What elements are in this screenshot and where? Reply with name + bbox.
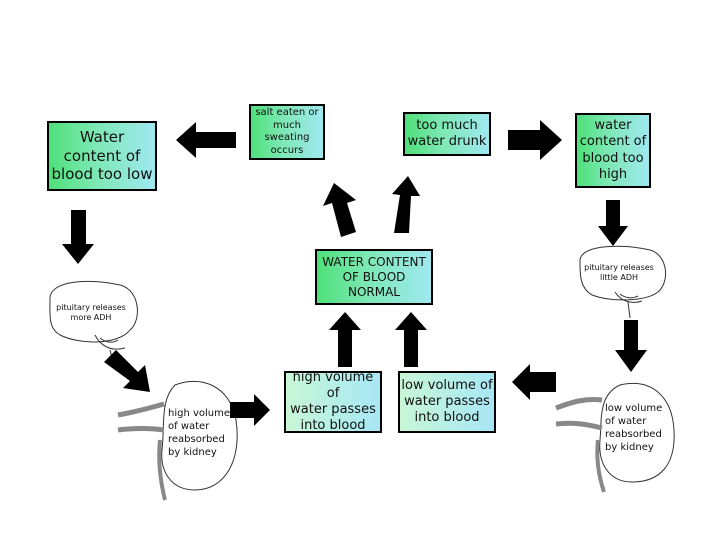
label-line: of water bbox=[605, 416, 647, 427]
arrow-icon bbox=[392, 176, 420, 233]
box-line: occurs bbox=[270, 144, 304, 156]
box-line: WATER CONTENT bbox=[322, 254, 426, 269]
box-line: water passes bbox=[290, 402, 376, 417]
box-line: sweating bbox=[264, 132, 310, 143]
box-line: NORMAL bbox=[347, 284, 400, 299]
arrow-icon bbox=[395, 312, 427, 367]
arrow-icon bbox=[329, 312, 361, 367]
arrow-icon bbox=[615, 320, 647, 372]
low-volume-reabsorbed-label: low volume of water reabsorbed by kidney bbox=[605, 402, 665, 454]
box-line: water bbox=[594, 118, 632, 133]
box-line: blood too low bbox=[51, 165, 153, 184]
label-line: pituitary releases bbox=[56, 303, 126, 312]
box-line: high volume of bbox=[292, 369, 374, 401]
salt-eaten-box: salt eaten or much sweating occurs bbox=[249, 104, 325, 160]
high-volume-reabsorbed-label: high volume of water reabsorbed by kidne… bbox=[168, 407, 238, 459]
label-line: reabsorbed bbox=[168, 434, 225, 445]
box-line: high bbox=[598, 166, 628, 182]
box-line: much bbox=[273, 119, 301, 131]
box-line: content of bbox=[579, 134, 647, 150]
arrow-icon bbox=[176, 122, 236, 158]
label-line: of water bbox=[168, 421, 210, 432]
box-line: low volume of bbox=[401, 377, 493, 393]
arrow-icon bbox=[512, 364, 556, 400]
label-line: by kidney bbox=[605, 442, 654, 453]
water-content-too-low-box: Water content of blood too low bbox=[47, 121, 157, 191]
brain-icon-right bbox=[579, 245, 666, 319]
kidney-icon-right bbox=[555, 383, 675, 493]
box-line: water passes bbox=[404, 393, 490, 409]
label-line: more ADH bbox=[70, 313, 112, 323]
arrow-icon bbox=[323, 183, 356, 237]
arrow-icon bbox=[104, 350, 150, 392]
pituitary-little-adh-label: pituitary releases little ADH bbox=[584, 263, 654, 284]
water-content-normal-box: WATER CONTENT OF BLOOD NORMAL bbox=[315, 249, 433, 305]
box-line: blood too bbox=[582, 150, 644, 166]
box-line: too much bbox=[416, 117, 478, 133]
arrow-icon bbox=[62, 210, 94, 264]
label-line: low volume bbox=[605, 403, 663, 414]
label-line: pituitary releases bbox=[584, 263, 654, 272]
box-line: Water bbox=[79, 127, 125, 146]
water-content-too-high-box: water content of blood too high bbox=[575, 113, 651, 188]
high-volume-water-box: high volume of water passes into blood bbox=[284, 369, 382, 434]
arrow-icon bbox=[230, 394, 270, 426]
too-much-water-drunk-box: too much water drunk bbox=[403, 112, 491, 156]
label-line: reabsorbed bbox=[605, 429, 662, 440]
box-line: salt eaten or bbox=[255, 107, 319, 118]
brain-icon-left bbox=[49, 280, 138, 371]
box-line: content of bbox=[63, 146, 141, 165]
label-line: little ADH bbox=[599, 273, 639, 283]
arrow-icon bbox=[508, 120, 562, 160]
box-line: water drunk bbox=[407, 134, 487, 149]
kidney-icon-left bbox=[117, 380, 238, 501]
box-line: into blood bbox=[414, 410, 480, 426]
box-line: into blood bbox=[300, 418, 366, 434]
label-line: by kidney bbox=[168, 447, 217, 458]
low-volume-water-box: low volume of water passes into blood bbox=[398, 371, 496, 433]
pituitary-more-adh-label: pituitary releases more ADH bbox=[56, 303, 126, 324]
arrow-icon bbox=[598, 200, 628, 246]
box-line: OF BLOOD bbox=[342, 269, 406, 284]
label-line: high volume bbox=[168, 408, 231, 419]
